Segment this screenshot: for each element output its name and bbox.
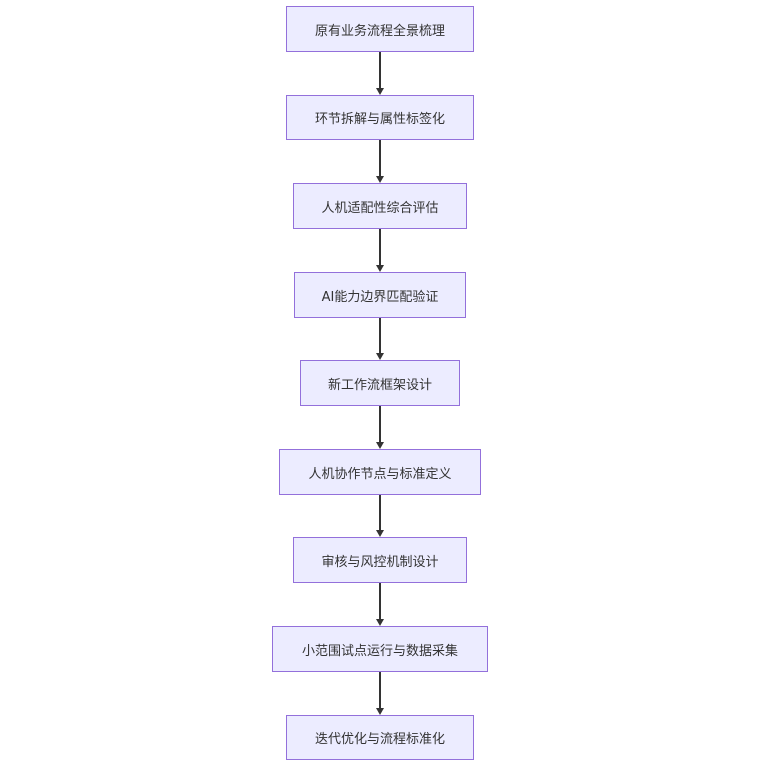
edge-7-8 [379,583,381,619]
arrowhead-8-9 [376,708,384,715]
flow-node-6: 人机协作节点与标准定义 [279,449,481,495]
flow-node-7: 审核与风控机制设计 [293,537,467,583]
edge-2-3 [379,140,381,176]
flow-node-2: 环节拆解与属性标签化 [286,95,474,140]
edge-5-6 [379,406,381,442]
flow-node-5: 新工作流框架设计 [300,360,460,406]
arrowhead-3-4 [376,265,384,272]
flow-node-9: 迭代优化与流程标准化 [286,715,474,760]
arrowhead-5-6 [376,442,384,449]
flow-node-4: AI能力边界匹配验证 [294,272,466,318]
edge-3-4 [379,229,381,265]
edge-1-2 [379,52,381,88]
flow-node-8: 小范围试点运行与数据采集 [272,626,488,672]
arrowhead-7-8 [376,619,384,626]
edge-6-7 [379,495,381,530]
edge-8-9 [379,672,381,708]
flow-node-1: 原有业务流程全景梳理 [286,6,474,52]
flow-node-3: 人机适配性综合评估 [293,183,467,229]
edge-4-5 [379,318,381,353]
arrowhead-4-5 [376,353,384,360]
arrowhead-6-7 [376,530,384,537]
arrowhead-2-3 [376,176,384,183]
arrowhead-1-2 [376,88,384,95]
